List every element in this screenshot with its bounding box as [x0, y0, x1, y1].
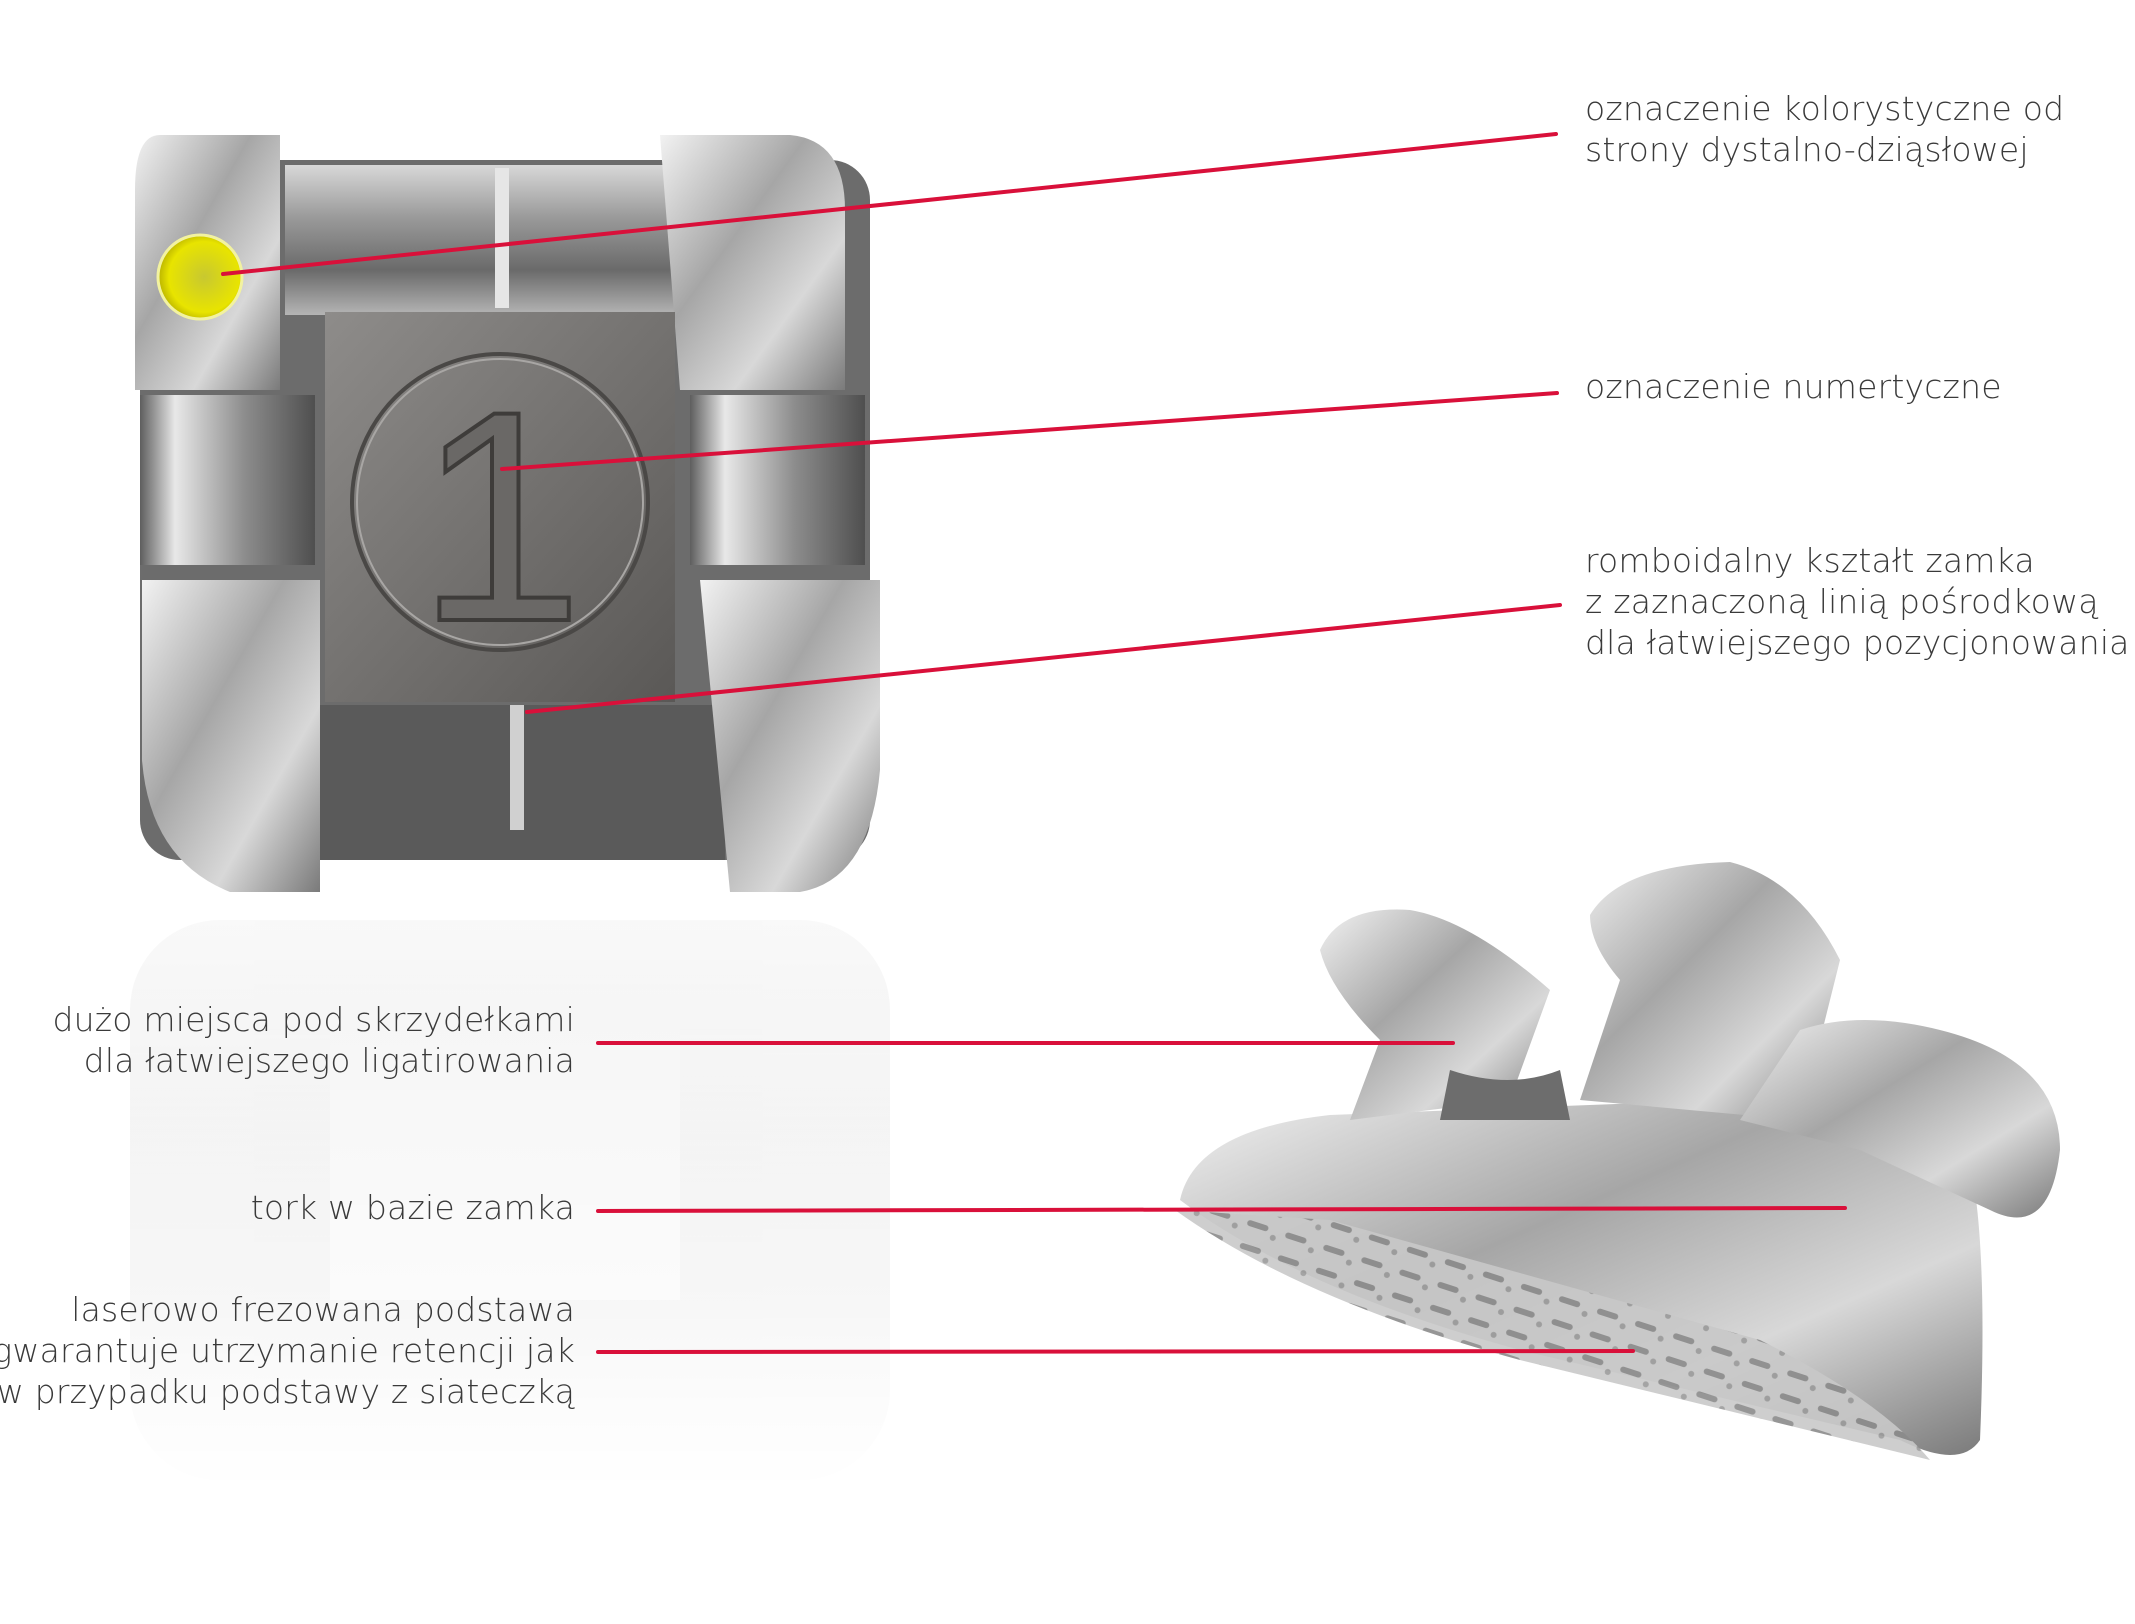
callout-line-torque	[596, 1206, 1847, 1213]
bracket-front-view: 1	[135, 135, 880, 892]
label-line: laserowo frezowana podstawa	[71, 1290, 575, 1329]
label-line: oznaczenie kolorystyczne od	[1585, 89, 2065, 128]
callout-line-number	[500, 391, 1559, 471]
callout-laser-base: laserowo frezowana podstawa gwarantuje u…	[0, 1289, 575, 1412]
label-line: dużo miejsca pod skrzydełkami	[52, 1000, 575, 1039]
label-line: dla łatwiejszego ligatirowania	[83, 1041, 575, 1080]
label-line: w przypadku podstawy z siateczką	[0, 1372, 575, 1411]
callout-rhomboid-shape: romboidalny kształt zamka z zaznaczoną l…	[1585, 540, 2130, 663]
callout-torque-in-base: tork w bazie zamka	[251, 1187, 575, 1228]
bracket-3d-view	[1175, 862, 2060, 1460]
label-line: oznaczenie numertyczne	[1585, 367, 2002, 406]
label-line: gwarantuje utrzymanie retencji jak	[0, 1331, 575, 1370]
label-line: dla łatwiejszego pozycjonowania	[1585, 623, 2130, 662]
color-marker-dot	[156, 233, 244, 321]
label-line: strony dystalno-dziąsłowej	[1585, 130, 2029, 169]
label-line: romboidalny kształt zamka	[1585, 541, 2035, 580]
callout-wing-space: dużo miejsca pod skrzydełkami dla łatwie…	[53, 999, 576, 1081]
engraved-number: 1	[417, 348, 584, 684]
callout-line-color-marker	[221, 132, 1558, 276]
number-medallion	[350, 352, 650, 652]
callout-lines	[221, 132, 1847, 1354]
callout-line-midline	[525, 603, 1562, 714]
label-line: z zaznaczoną linią pośrodkową	[1585, 582, 2099, 621]
label-line: tork w bazie zamka	[250, 1188, 575, 1227]
callout-color-marking: oznaczenie kolorystyczne od strony dysta…	[1585, 88, 2064, 170]
callout-line-base	[596, 1349, 1635, 1354]
callout-number-marking: oznaczenie numertyczne	[1585, 366, 2002, 407]
